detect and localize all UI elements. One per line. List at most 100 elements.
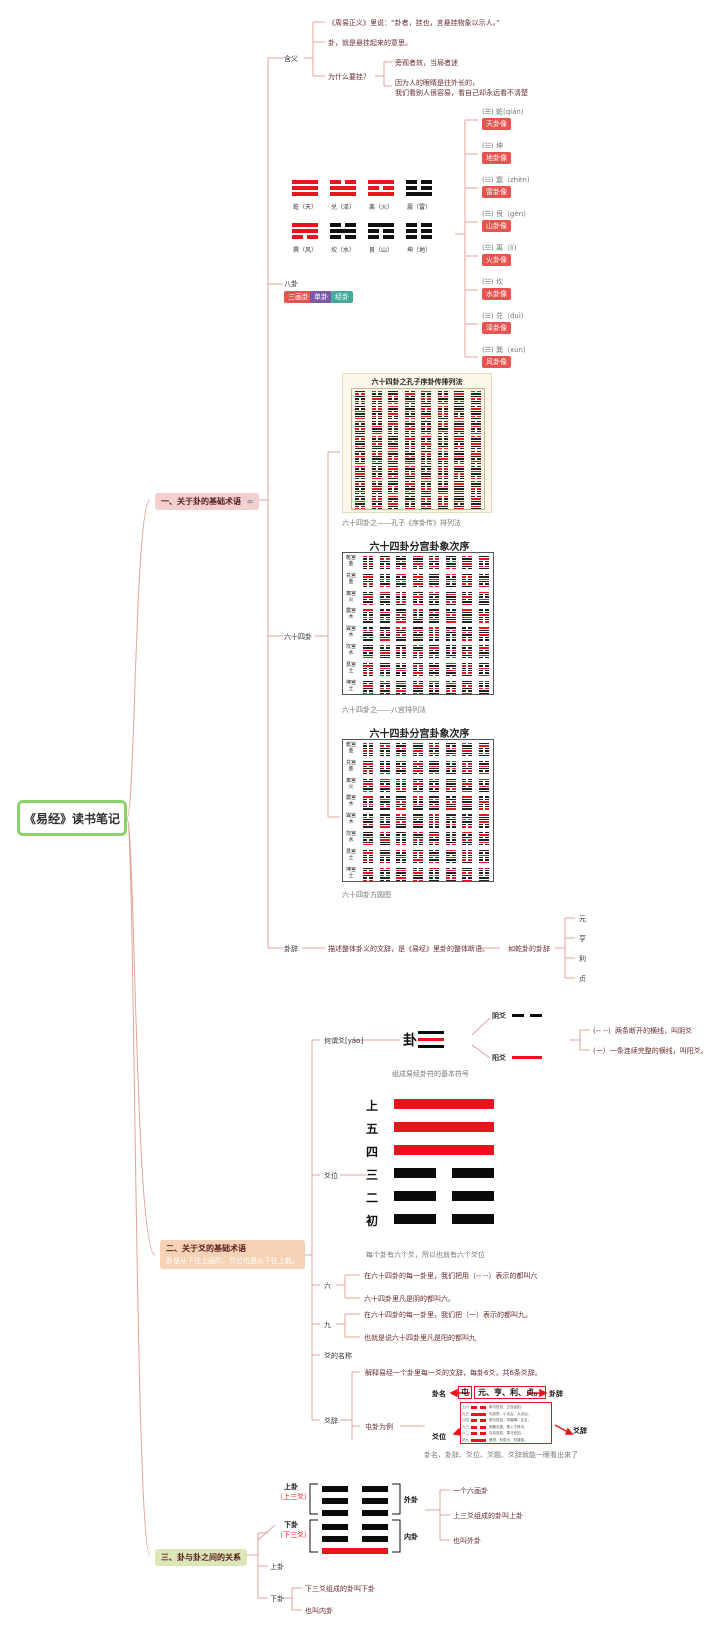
yin-segment (421, 500, 425, 503)
hanyi-item-2[interactable]: 卦，就是悬挂起来的意思。 (328, 39, 412, 47)
bagua-right-tag[interactable]: 雷卦像 (482, 186, 511, 198)
bagua-right-tag[interactable]: 天卦像 (482, 118, 511, 130)
tun-gua-table[interactable]: 上六乘马班如，泣血涟如。九五屯其膏，小贞吉，大贞凶。六四乘马班如，求婚媾，往吉，… (460, 1402, 552, 1444)
liu-item-1[interactable]: 在六十四卦的每一卦里，我们把用（-- --）表示的都叫六 (364, 1272, 538, 1280)
bagong-image[interactable]: 六十四卦分宫卦象次序 乾宫金兑宫金离宫火震宫木巽宫木坎宫水艮宫土坤宫土 (342, 538, 497, 698)
yaowei-position-label[interactable]: 三 (366, 1168, 379, 1182)
trigram-2[interactable] (330, 180, 356, 198)
yao-name-label[interactable]: 爻的名称 (324, 1352, 352, 1360)
jiu-item-2[interactable]: 也就是说六十四卦里凡是阳的都叫九 (364, 1334, 476, 1342)
section-3-title[interactable]: 三、卦与卦之间的关系 (155, 1549, 247, 1566)
bagua-right-tag[interactable]: 地卦像 (482, 152, 511, 164)
yang-desc[interactable]: (一）一条连续完整的横线，叫阳爻。 (593, 1047, 708, 1055)
bagua-right-name[interactable]: (☳) 震（zhèn) (482, 176, 530, 184)
tag-dangua[interactable]: 单卦 (310, 291, 332, 303)
guaci-item-heng[interactable]: 亨 (579, 935, 586, 943)
liu-label[interactable]: 六 (324, 1282, 331, 1290)
bagua-right-name[interactable]: (☰) 乾(qián) (482, 108, 524, 116)
sec3-xia-gua[interactable]: 下卦 (270, 1595, 284, 1603)
yaowei-position-label[interactable]: 四 (366, 1145, 379, 1159)
nei-gua-label[interactable]: 内卦 (404, 1533, 418, 1541)
link-icon[interactable]: ∞ (246, 497, 254, 506)
bagua-right-tag[interactable]: 风卦像 (482, 356, 511, 368)
tag-jinggua[interactable]: 经卦 (331, 291, 353, 303)
yin-segment (443, 468, 448, 470)
trigram-4[interactable] (406, 180, 432, 198)
trigram-6[interactable] (330, 223, 356, 241)
guaci-item-li[interactable]: 利 (579, 955, 586, 963)
fangyuan-image[interactable]: 六十四卦分宫卦象次序 乾宫金兑宫金离宫火震宫木巽宫木坎宫水艮宫土坤宫土 (342, 725, 497, 885)
trigram-1[interactable] (292, 180, 318, 198)
sec3-xia-item-1[interactable]: 下三爻组成的卦叫下卦 (305, 1585, 375, 1593)
why-item-2b[interactable]: 我们看别人很容易，看自己却永远看不清楚 (395, 89, 528, 97)
bagua-right-tag[interactable]: 泽卦像 (482, 322, 511, 334)
yin-segment (429, 798, 433, 801)
trigram-5[interactable] (292, 223, 318, 241)
tun-gua-ci[interactable]: 元、亨、利、贞。 (474, 1386, 546, 1399)
liu-item-2[interactable]: 六十四卦里凡是阴的都叫六。 (364, 1295, 455, 1303)
why-item-2a[interactable]: 因为人的眼睛是往外长的， (395, 79, 479, 87)
yin-segment (402, 763, 406, 765)
yang-segment (355, 500, 365, 503)
yaoci-desc[interactable]: 解释易经一个卦里每一爻的文辞，每卦6爻，共6条爻辞。 (365, 1369, 542, 1377)
lower-gua-label[interactable]: 下卦 (284, 1521, 298, 1529)
upper-gua-label[interactable]: 上卦 (284, 1483, 298, 1491)
jiu-label[interactable]: 九 (324, 1321, 331, 1329)
trigram-3[interactable] (368, 180, 394, 198)
yang-label[interactable]: 阳爻 (492, 1054, 506, 1062)
sec3-right-item-2[interactable]: 上三爻组成的卦叫上卦 (453, 1512, 523, 1520)
bagua-right-name[interactable]: (☶) 艮（gèn) (482, 210, 526, 218)
tag-sanhuagua[interactable]: 三画卦 (284, 291, 313, 303)
bagua-label[interactable]: 八卦 (284, 280, 298, 288)
yin-desc[interactable]: (-- --）两条断开的横线，叫阴爻 (593, 1027, 693, 1035)
bagua-right-tag[interactable]: 火卦像 (482, 254, 511, 266)
hanyi-label[interactable]: 含义 (284, 55, 298, 63)
guaci-desc[interactable]: 描述整体卦义的文辞，是《易经》里卦的整体断语。 (328, 945, 489, 953)
wai-gua-label[interactable]: 外卦 (404, 1496, 418, 1504)
why-item-1[interactable]: 旁观者效，当局者迷 (395, 59, 458, 67)
bagua-right-tag[interactable]: 山卦像 (482, 220, 511, 232)
sec3-xia-item-2[interactable]: 也叫内卦 (305, 1607, 333, 1615)
guaci-item-yuan[interactable]: 元 (579, 915, 586, 923)
yin-label[interactable]: 阴爻 (492, 1012, 506, 1020)
hanyi-item-1[interactable]: 《周易正义》里说：“卦者，挂也，言悬挂物象以示人。” (328, 19, 500, 27)
liushisi-label[interactable]: 六十四卦 (284, 633, 312, 641)
why-label[interactable]: 为什么要挂？ (328, 73, 370, 81)
yaowei-label[interactable]: 爻位 (324, 1172, 338, 1180)
yaowei-position-label[interactable]: 五 (366, 1122, 379, 1136)
hexagram-line (355, 485, 365, 488)
yaowei-position-label[interactable]: 上 (366, 1099, 379, 1113)
hexagram-line (429, 565, 439, 567)
sec3-right-item-3[interactable]: 也叫外卦 (453, 1537, 481, 1545)
trigram-8[interactable] (406, 223, 432, 241)
section-2-title[interactable]: 二、关于爻的基础术语 卦是从下往上画的，爻位也是从下往上数。 (160, 1240, 305, 1269)
yin-segment (429, 778, 433, 780)
jiu-item-1[interactable]: 在六十四卦的每一卦里，我们把（一）表示的都叫九。 (364, 1311, 532, 1319)
heyao-label[interactable]: 何谓爻[yáo] (324, 1037, 364, 1045)
sec3-right-item-1[interactable]: 一个六画卦 (453, 1487, 488, 1495)
guaci-label[interactable]: 卦辞 (284, 945, 298, 953)
yaoci-label[interactable]: 爻辞 (324, 1417, 338, 1425)
yin-segment (385, 856, 390, 859)
yaowei-position-label[interactable]: 二 (366, 1191, 379, 1205)
root-title[interactable]: 《易经》读书笔记 (17, 800, 127, 836)
guaci-example[interactable]: 如乾卦的卦辞 (508, 945, 550, 953)
bagua-right-name[interactable]: (☷) 坤 (482, 142, 503, 150)
tun-gua-name[interactable]: 屯 (458, 1386, 472, 1399)
bagua-right-name[interactable]: (☴) 巽（xùn) (482, 346, 526, 354)
bagua-right-name[interactable]: (☵) 坎 (482, 278, 503, 286)
hexagram-line (437, 408, 448, 410)
hexagram-line (421, 503, 431, 505)
sec3-shang-gua[interactable]: 上卦 (270, 1563, 284, 1571)
guaci-item-zhen[interactable]: 贞 (579, 975, 586, 983)
bagua-right-name[interactable]: (☲) 离（lí) (482, 244, 517, 252)
yin-segment (377, 402, 382, 405)
yaowei-position-label[interactable]: 初 (366, 1214, 379, 1228)
yaoci-example[interactable]: 屯卦为例 (365, 1423, 393, 1431)
bagua-right-tag[interactable]: 水卦像 (482, 288, 511, 300)
xugua-image[interactable]: 六十四卦之孔子序卦传排列法 (342, 373, 492, 513)
yin-segment (385, 767, 390, 770)
bagua-right-name[interactable]: (☱) 兑（duì) (482, 312, 524, 320)
section-1-title[interactable]: 一、关于卦的基础术语 ∞ (155, 493, 260, 510)
trigram-7[interactable] (368, 223, 394, 241)
